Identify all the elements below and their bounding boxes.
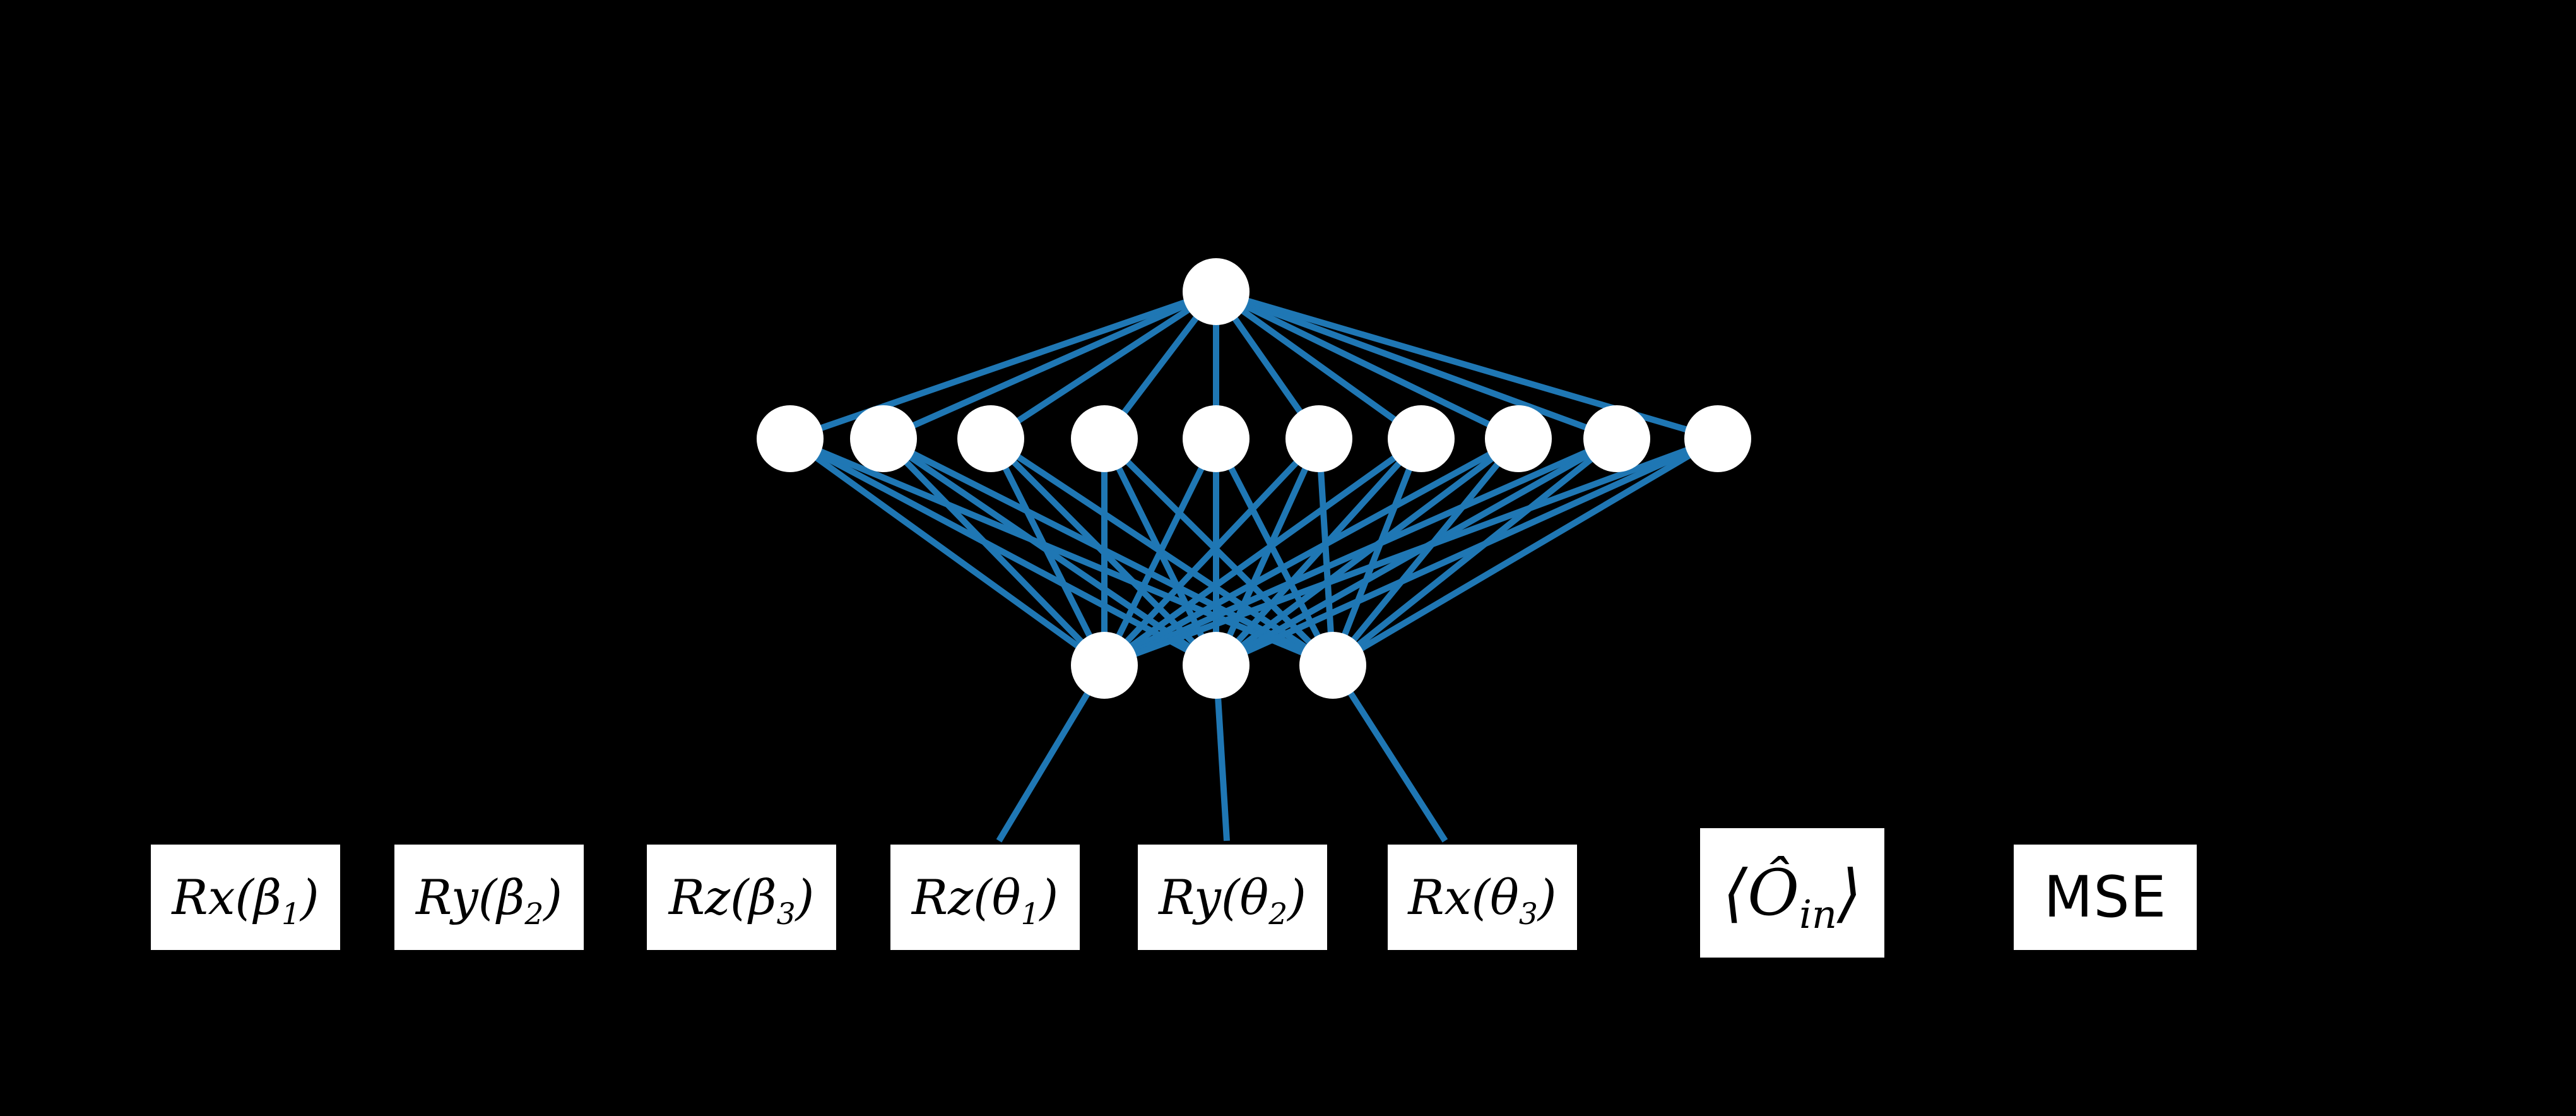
network-node: [1183, 258, 1250, 325]
network-node: [1485, 405, 1552, 472]
network-edge: [882, 288, 1218, 442]
label-part: ): [1287, 869, 1306, 925]
network-node: [1388, 405, 1455, 472]
network-edge: [1102, 436, 1520, 668]
network-edge: [1215, 288, 1618, 442]
gate-label: Rz(θ1): [912, 873, 1058, 929]
label-subscript: 1: [281, 896, 300, 932]
label-part: Rz(β: [668, 869, 777, 925]
network-edge: [789, 436, 1334, 668]
label-part: ): [1039, 869, 1059, 925]
network-node: [1071, 632, 1138, 699]
label-part: ): [795, 869, 815, 925]
gate-box-rx-beta1: Rx(β1): [151, 845, 340, 950]
network-edge: [1330, 437, 1424, 667]
gate-box-ry-theta2: Ry(θ2): [1138, 845, 1327, 950]
network-node: [757, 405, 824, 472]
network-edge: [1331, 436, 1720, 668]
network-edge: [1330, 663, 1448, 843]
network-edge: [1102, 436, 1423, 668]
network-node: [1299, 632, 1366, 699]
network-edge: [1101, 437, 1219, 667]
network-edge: [882, 436, 1335, 668]
network-edge: [1103, 436, 1719, 668]
network-edge: [1102, 436, 1619, 668]
network-node: [1285, 405, 1352, 472]
network-edge: [1214, 436, 1424, 668]
network-node: [1183, 405, 1250, 472]
label-part: ⟩: [1836, 855, 1862, 930]
expectation-box: ⟨Ôin⟩: [1700, 828, 1884, 958]
network-edge: [1214, 288, 1520, 442]
network-edge: [881, 436, 1107, 668]
label-subscript: in: [1799, 891, 1837, 937]
gate-label: Rx(θ3): [1408, 873, 1556, 929]
network-node: [850, 405, 917, 472]
network-edge: [1214, 288, 1423, 442]
network-edge: [996, 663, 1108, 843]
network-node: [1183, 632, 1250, 699]
gate-label: Rz(β3): [669, 873, 815, 929]
gate-box-ry-beta2: Ry(β2): [394, 845, 584, 950]
network-edge: [988, 437, 1108, 667]
network-edge: [1214, 436, 1720, 668]
label-subscript: 2: [524, 896, 544, 932]
network-edge: [1102, 436, 1321, 668]
gate-label: Rx(β1): [172, 873, 319, 929]
network-edge: [1330, 436, 1619, 668]
label-part: Ry(θ: [1159, 869, 1269, 925]
label-part: Ry(β: [415, 869, 525, 925]
network-edge: [1316, 438, 1336, 666]
gate-label: Ry(θ2): [1159, 873, 1306, 929]
network-node: [1684, 405, 1751, 472]
network-edge: [788, 436, 1218, 668]
gate-box-rx-theta3: Rx(θ3): [1388, 845, 1577, 950]
label-subscript: 1: [1020, 896, 1040, 932]
network-edge: [788, 436, 1106, 668]
mse-label: MSE: [2044, 869, 2167, 926]
label-part: ): [1537, 869, 1557, 925]
network-edge: [1213, 437, 1336, 667]
network-node: [957, 405, 1024, 472]
label-part: Rx(θ: [1408, 869, 1519, 925]
mse-box: MSE: [2014, 845, 2197, 950]
label-part: ): [300, 869, 319, 925]
label-subscript: 2: [1268, 896, 1288, 932]
gate-box-rz-beta3: Rz(β3): [647, 845, 836, 950]
label-part: Rz(θ: [911, 869, 1021, 925]
label-part: ): [543, 869, 563, 925]
label-subscript: 3: [1518, 896, 1538, 932]
network-node: [1583, 405, 1650, 472]
label-part: ⟨Ô: [1723, 855, 1800, 930]
expectation-label: ⟨Ôin⟩: [1723, 861, 1862, 934]
network-node: [1071, 405, 1138, 472]
gate-label: Ry(β2): [416, 873, 562, 929]
label-subscript: 3: [776, 896, 796, 932]
network-edge: [1330, 436, 1521, 668]
network-edge: [989, 288, 1218, 442]
label-part: Rx(β: [172, 869, 282, 925]
label-part: MSE: [2043, 864, 2167, 930]
gate-box-rz-theta1: Rz(θ1): [890, 845, 1080, 950]
